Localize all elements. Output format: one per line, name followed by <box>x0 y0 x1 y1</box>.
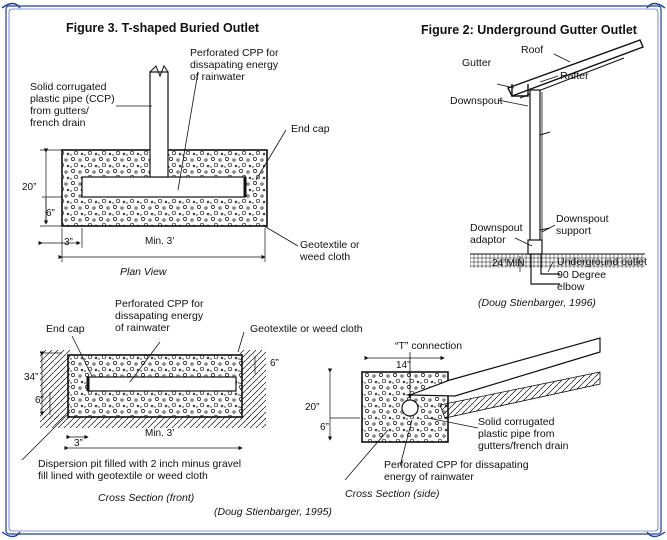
front-dim-min3: Min. 3’ <box>145 428 175 439</box>
front-dim-6-left: 6” <box>35 395 44 406</box>
side-t-connection-label: “T” connection <box>395 340 463 352</box>
fig2-adaptor-label: Downspout adaptor <box>470 222 523 246</box>
figure2-title: Figure 2: Underground Gutter Outlet <box>421 23 637 37</box>
front-section-drawing <box>21 331 266 461</box>
fig2-credit: (Doug Stienbarger, 1996) <box>478 297 596 309</box>
fig3-dim-3: 3” <box>64 237 73 248</box>
front-geotextile-label: Geotextile or weed cloth <box>250 323 363 335</box>
side-dim-14: 14” <box>396 360 411 371</box>
side-section-label: Cross Section (side) <box>345 488 440 500</box>
fig3-dim-20: 20” <box>22 182 37 193</box>
plan-view-drawing <box>38 64 299 262</box>
fig2-outlet-label: Underground outlet <box>557 256 647 268</box>
fig3-solid-pipe-label: Solid corrugated plastic pipe (CCP) from… <box>30 81 115 129</box>
fig2-rafter-label: Rafter <box>560 70 589 82</box>
fig3-geotextile-label: Geotextile or weed cloth <box>300 239 360 263</box>
front-dispersion-label: Dispersion pit filled with 2 inch minus … <box>38 458 242 482</box>
fig3-dim-6: 6” <box>46 208 55 219</box>
bottom-credit: (Doug Stienbarger, 1995) <box>214 506 332 518</box>
front-section-label: Cross Section (front) <box>98 492 195 504</box>
side-dim-20: 20” <box>305 402 320 413</box>
fig2-gutter-label: Gutter <box>462 57 492 69</box>
figure3-title: Figure 3. T-shaped Buried Outlet <box>66 21 260 35</box>
front-end-cap-label: End cap <box>46 323 85 335</box>
fig2-depth-label: 24”MIN <box>492 258 525 269</box>
front-dim-3: 3” <box>74 438 83 449</box>
fig2-downspout-label: Downspout <box>450 95 503 107</box>
fig2-support-label: Downspout support <box>556 213 609 237</box>
fig2-roof-label: Roof <box>521 44 544 56</box>
fig3-perforated-label: Perforated CPP for dissapating energy of… <box>190 47 279 83</box>
side-dim-6: 6” <box>320 422 329 433</box>
front-dim-6-right: 6” <box>270 358 279 369</box>
side-perforated-label: Perforated CPP for dissapating energy of… <box>384 459 529 483</box>
front-perforated-label: Perforated CPP for dissapating energy of… <box>115 298 204 334</box>
fig2-elbow-label: 90 Degree elbow <box>557 269 607 293</box>
side-solid-pipe-label: Solid corrugated plastic pipe from gutte… <box>478 416 569 452</box>
fig3-dim-min3: Min. 3’ <box>145 236 175 247</box>
side-section-drawing <box>327 337 601 481</box>
plan-view-label: Plan View <box>120 266 167 278</box>
front-dim-34: 34” <box>24 372 39 383</box>
gutter-outlet-drawing <box>470 39 645 285</box>
fig3-end-cap-label: End cap <box>291 123 330 135</box>
